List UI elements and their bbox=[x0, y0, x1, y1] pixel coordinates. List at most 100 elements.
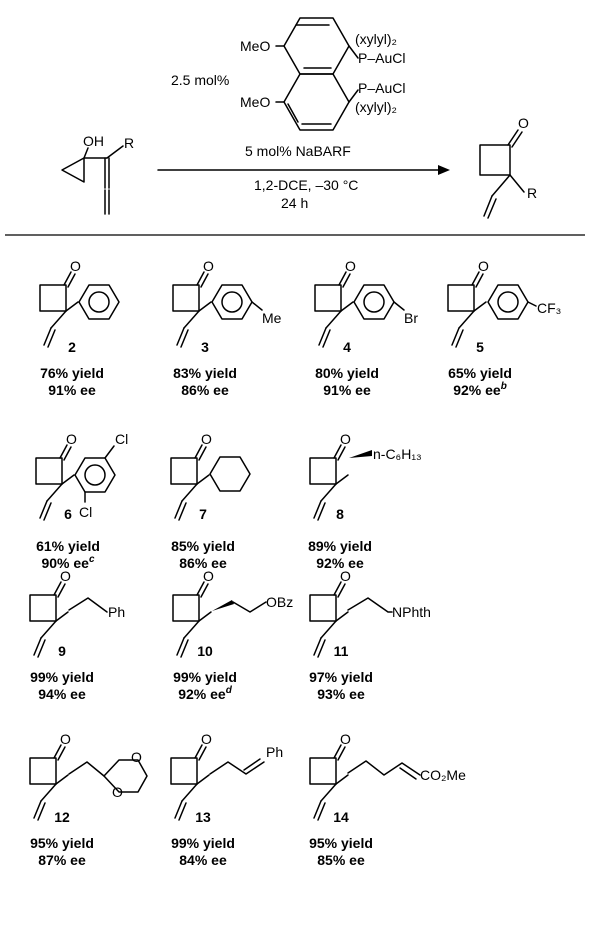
compound-number: 2 bbox=[68, 339, 76, 355]
cyclobutanone-core-4: O bbox=[314, 258, 356, 348]
substituent-label-co2me: CO₂Me bbox=[420, 767, 466, 783]
carbonyl-o-label: O bbox=[60, 731, 71, 747]
ee-value: 92% ee bbox=[316, 555, 364, 571]
product-r-label: R bbox=[527, 185, 537, 201]
compound-number: 11 bbox=[334, 643, 349, 659]
ee-value: 92% eeb bbox=[453, 381, 507, 398]
cyclobutanone-core-11: O bbox=[309, 568, 351, 658]
carbonyl-o-label: O bbox=[201, 731, 212, 747]
cyclobutanone-core-2: O bbox=[39, 258, 81, 348]
ee-value: 91% ee bbox=[323, 382, 371, 398]
yield-value: 89% yield bbox=[308, 538, 372, 554]
product-o-label: O bbox=[518, 115, 529, 131]
cyclobutanone-core-9: O bbox=[29, 568, 71, 658]
substituent-label-cl-bottom: Cl bbox=[79, 504, 92, 520]
carbonyl-o-label: O bbox=[340, 431, 351, 447]
ee-value: 91% ee bbox=[48, 382, 96, 398]
product-cores: O O O O O O O O O O O O O bbox=[29, 258, 489, 821]
cyclobutanone-core-3: O bbox=[172, 258, 214, 348]
yield-value: 80% yield bbox=[315, 365, 379, 381]
ligand-label-meo-top: MeO bbox=[240, 38, 270, 54]
substituent-label-dioxane-o1: O bbox=[131, 749, 142, 765]
compound-number: 14 bbox=[333, 809, 349, 825]
substituent-label-ph-13: Ph bbox=[266, 744, 283, 760]
carbonyl-o-label: O bbox=[66, 431, 77, 447]
product-structure bbox=[479, 129, 525, 219]
yield-value: 61% yield bbox=[36, 538, 100, 554]
cyclobutanone-core-10: O bbox=[172, 568, 214, 658]
yield-value: 95% yield bbox=[30, 835, 94, 851]
carbonyl-o-label: O bbox=[203, 568, 214, 584]
substituent-label-obz: OBz bbox=[266, 594, 293, 610]
ligand-label-pau-top: P–AuCl bbox=[358, 50, 405, 66]
footnote-marker: d bbox=[226, 685, 233, 696]
substrate-structure bbox=[61, 145, 124, 215]
ee-value: 85% ee bbox=[317, 852, 365, 868]
compound-number: 10 bbox=[197, 643, 213, 659]
yield-value: 83% yield bbox=[173, 365, 237, 381]
yield-value: 65% yield bbox=[448, 365, 512, 381]
carbonyl-o-label: O bbox=[478, 258, 489, 274]
ee-value: 86% ee bbox=[181, 382, 229, 398]
ligand-structure bbox=[275, 17, 359, 131]
ee-value: 90% eec bbox=[41, 554, 94, 571]
cyclobutanone-core-7: O bbox=[170, 431, 212, 521]
ee-value: 84% ee bbox=[179, 852, 227, 868]
substituent-label-nphth: NPhth bbox=[392, 604, 431, 620]
footnote-marker: b bbox=[501, 381, 507, 392]
footnote-marker: c bbox=[89, 554, 95, 565]
additive-label: 5 mol% NaBARF bbox=[245, 143, 351, 159]
carbonyl-o-label: O bbox=[203, 258, 214, 274]
yield-value: 99% yield bbox=[171, 835, 235, 851]
substrate-oh-label: OH bbox=[83, 133, 104, 149]
substituent-label-cl-top: Cl bbox=[115, 431, 128, 447]
substituent-label-hexyl: n-C₆H₁₃ bbox=[373, 446, 422, 462]
substrate-r-label: R bbox=[124, 135, 134, 151]
carbonyl-o-label: O bbox=[70, 258, 81, 274]
substituent-label-cf3: CF₃ bbox=[537, 300, 561, 316]
carbonyl-o-label: O bbox=[60, 568, 71, 584]
compound-number: 7 bbox=[199, 506, 207, 522]
ligand-label-pau-bottom: P–AuCl bbox=[358, 80, 405, 96]
yield-value: 99% yield bbox=[173, 669, 237, 685]
ligand-label-xylyl-top: (xylyl)₂ bbox=[355, 31, 397, 47]
compound-number: 13 bbox=[195, 809, 211, 825]
solvent-temperature-label: 1,2-DCE, –30 °C bbox=[254, 177, 358, 193]
substituent-label-ph-9: Ph bbox=[108, 604, 125, 620]
cyclobutanone-core-8: O bbox=[309, 431, 351, 521]
ligand-label-meo-bottom: MeO bbox=[240, 94, 270, 110]
substituent-structures bbox=[68, 284, 537, 793]
compound-number: 3 bbox=[201, 339, 209, 355]
ligand-label-xylyl-bottom: (xylyl)₂ bbox=[355, 99, 397, 115]
reaction-arrow bbox=[157, 165, 450, 175]
catalyst-loading: 2.5 mol% bbox=[171, 72, 229, 88]
compound-number: 8 bbox=[336, 506, 344, 522]
yield-value: 76% yield bbox=[40, 365, 104, 381]
substituent-label-me: Me bbox=[262, 310, 282, 326]
time-label: 24 h bbox=[281, 195, 308, 211]
cyclobutanone-core-6: O bbox=[35, 431, 77, 521]
compound-number: 5 bbox=[476, 339, 484, 355]
yield-value: 97% yield bbox=[309, 669, 373, 685]
carbonyl-o-label: O bbox=[340, 731, 351, 747]
ee-value: 94% ee bbox=[38, 686, 86, 702]
yield-value: 85% yield bbox=[171, 538, 235, 554]
compound-number: 6 bbox=[64, 506, 72, 522]
compound-number: 9 bbox=[58, 643, 66, 659]
yield-value: 99% yield bbox=[30, 669, 94, 685]
yield-value: 95% yield bbox=[309, 835, 373, 851]
substituent-label-dioxane-o2: O bbox=[112, 784, 123, 800]
carbonyl-o-label: O bbox=[201, 431, 212, 447]
cyclobutanone-core-13: O bbox=[170, 731, 212, 821]
ee-value: 92% eed bbox=[178, 685, 232, 702]
ee-value: 86% ee bbox=[179, 555, 227, 571]
compound-number: 4 bbox=[343, 339, 351, 355]
compound-number: 12 bbox=[54, 809, 70, 825]
ee-value: 93% ee bbox=[317, 686, 365, 702]
cyclobutanone-core-14: O bbox=[309, 731, 351, 821]
cyclobutanone-core-5: O bbox=[447, 258, 489, 348]
ee-value: 87% ee bbox=[38, 852, 86, 868]
cyclobutanone-core-12: O bbox=[29, 731, 71, 821]
